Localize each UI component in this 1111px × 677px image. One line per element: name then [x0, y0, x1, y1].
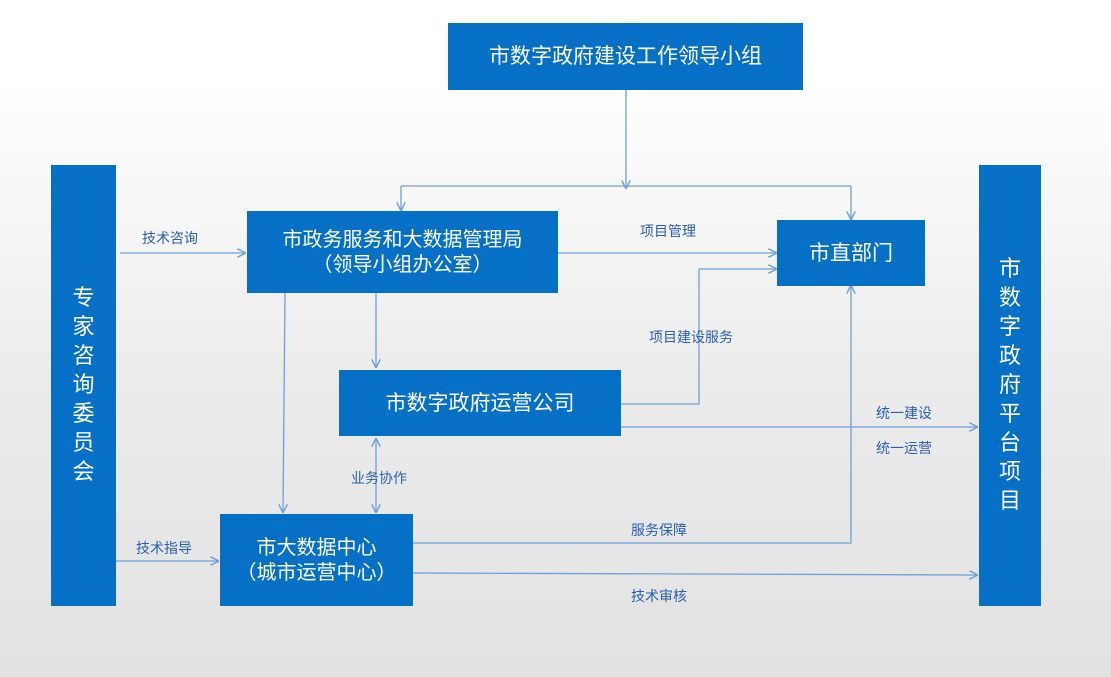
node-leading-group: 市数字政府建设工作领导小组 [448, 23, 803, 90]
edge-label-project-construction-service: 项目建设服务 [649, 330, 733, 346]
edge-label-unified-operation: 统一运营 [876, 441, 932, 457]
edge-label-business-collaboration: 业务协作 [351, 471, 407, 487]
node-big-data-center-label: 市大数据中心 （城市运营中心） [236, 535, 397, 584]
node-platform-project: 市数字政府平台项目 [979, 165, 1041, 606]
node-expert-committee-label: 专家咨询委员会 [72, 285, 95, 486]
node-big-data-center: 市大数据中心 （城市运营中心） [220, 514, 413, 606]
node-operations-company-label: 市数字政府运营公司 [385, 390, 575, 415]
node-expert-committee: 专家咨询委员会 [51, 165, 116, 606]
node-leading-group-label: 市数字政府建设工作领导小组 [489, 44, 762, 69]
node-operations-company: 市数字政府运营公司 [339, 370, 621, 436]
node-bureau-label: 市政务服务和大数据管理局 （领导小组办公室） [282, 227, 523, 276]
node-city-departments-label: 市直部门 [809, 240, 893, 265]
edge-label-project-management: 项目管理 [640, 224, 696, 240]
node-city-departments: 市直部门 [777, 220, 925, 286]
edge-label-tech-guidance: 技术指导 [136, 541, 192, 557]
edge-label-unified-construction: 统一建设 [876, 406, 932, 422]
arrow-datacenter-to-departments [413, 286, 851, 544]
edge-label-tech-consulting: 技术咨询 [142, 231, 198, 247]
arrow-bureau-to-datacenter [283, 292, 285, 512]
node-platform-project-label: 市数字政府平台项目 [998, 256, 1021, 515]
arrow-datacenter-to-platform [412, 573, 977, 575]
arrow-company-to-departments [621, 269, 776, 405]
edge-label-tech-review: 技术审核 [631, 589, 687, 605]
node-bureau: 市政务服务和大数据管理局 （领导小组办公室） [247, 211, 558, 293]
edge-label-service-assurance: 服务保障 [631, 523, 687, 539]
